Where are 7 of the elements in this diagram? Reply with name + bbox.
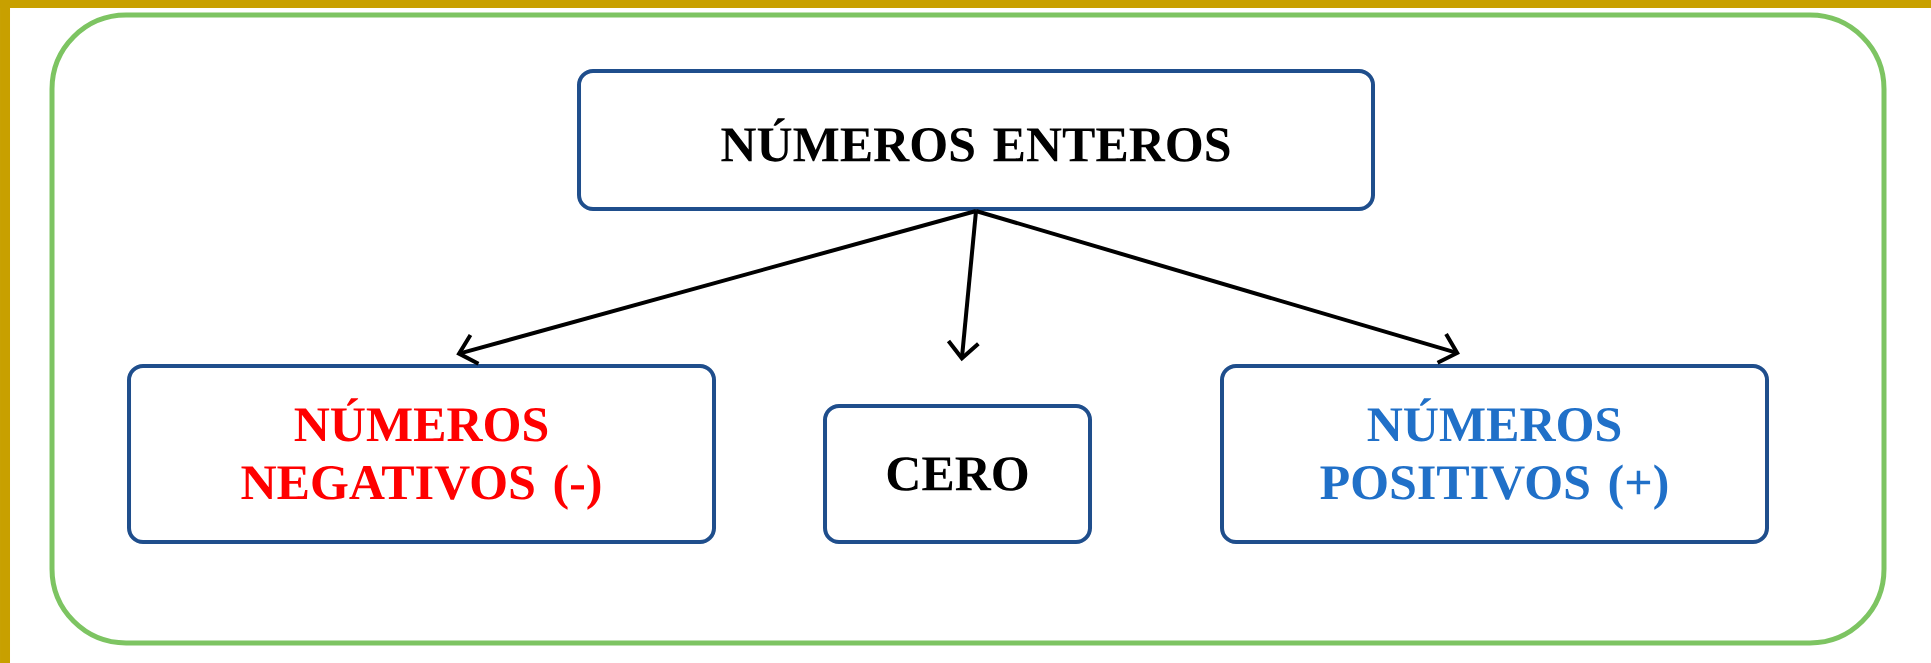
concept-box: NÚMEROS NEGATIVOS (-)	[127, 364, 716, 544]
concept-box: CERO	[823, 404, 1092, 544]
concept-box: NÚMEROS POSITIVOS (+)	[1220, 364, 1769, 544]
concept-box: NÚMEROS ENTEROS	[577, 69, 1375, 211]
arrow	[456, 209, 977, 366]
arrow	[975, 209, 1460, 365]
arrow	[946, 210, 980, 362]
